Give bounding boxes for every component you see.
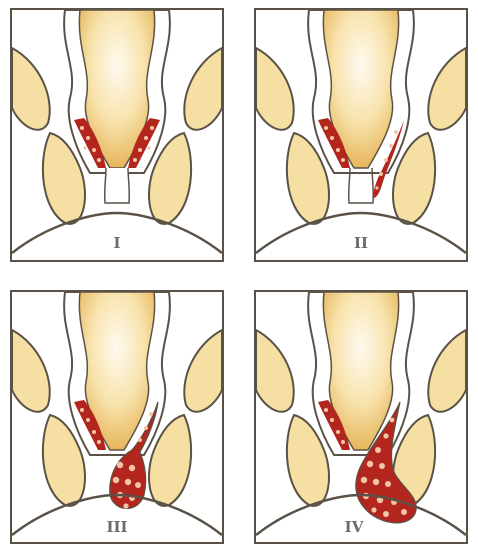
panel-grade-4: IV [254,290,468,544]
panel-grade-1: I [10,8,224,262]
panel-grade-2: II [254,8,468,262]
grade-label: IV [345,518,364,536]
panel-grade-3: III [10,290,224,544]
grade-label: I [113,234,120,252]
grade-label: II [354,234,368,252]
grade-label: III [106,518,127,536]
